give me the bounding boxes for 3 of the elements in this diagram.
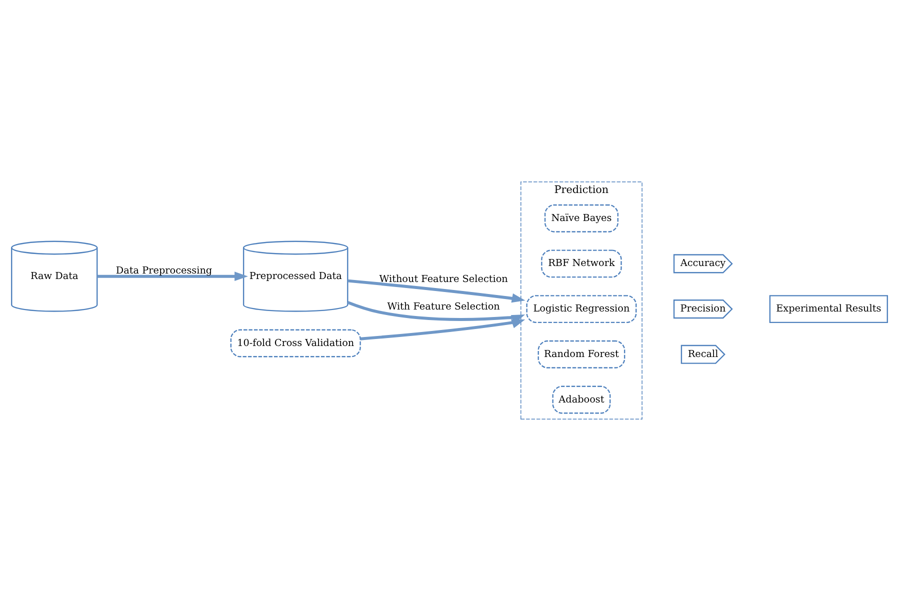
edge-label: Without Feature Selection bbox=[379, 274, 508, 285]
edge-label: Data Preprocessing bbox=[116, 266, 212, 277]
edge-label: With Feature Selection bbox=[387, 301, 500, 312]
